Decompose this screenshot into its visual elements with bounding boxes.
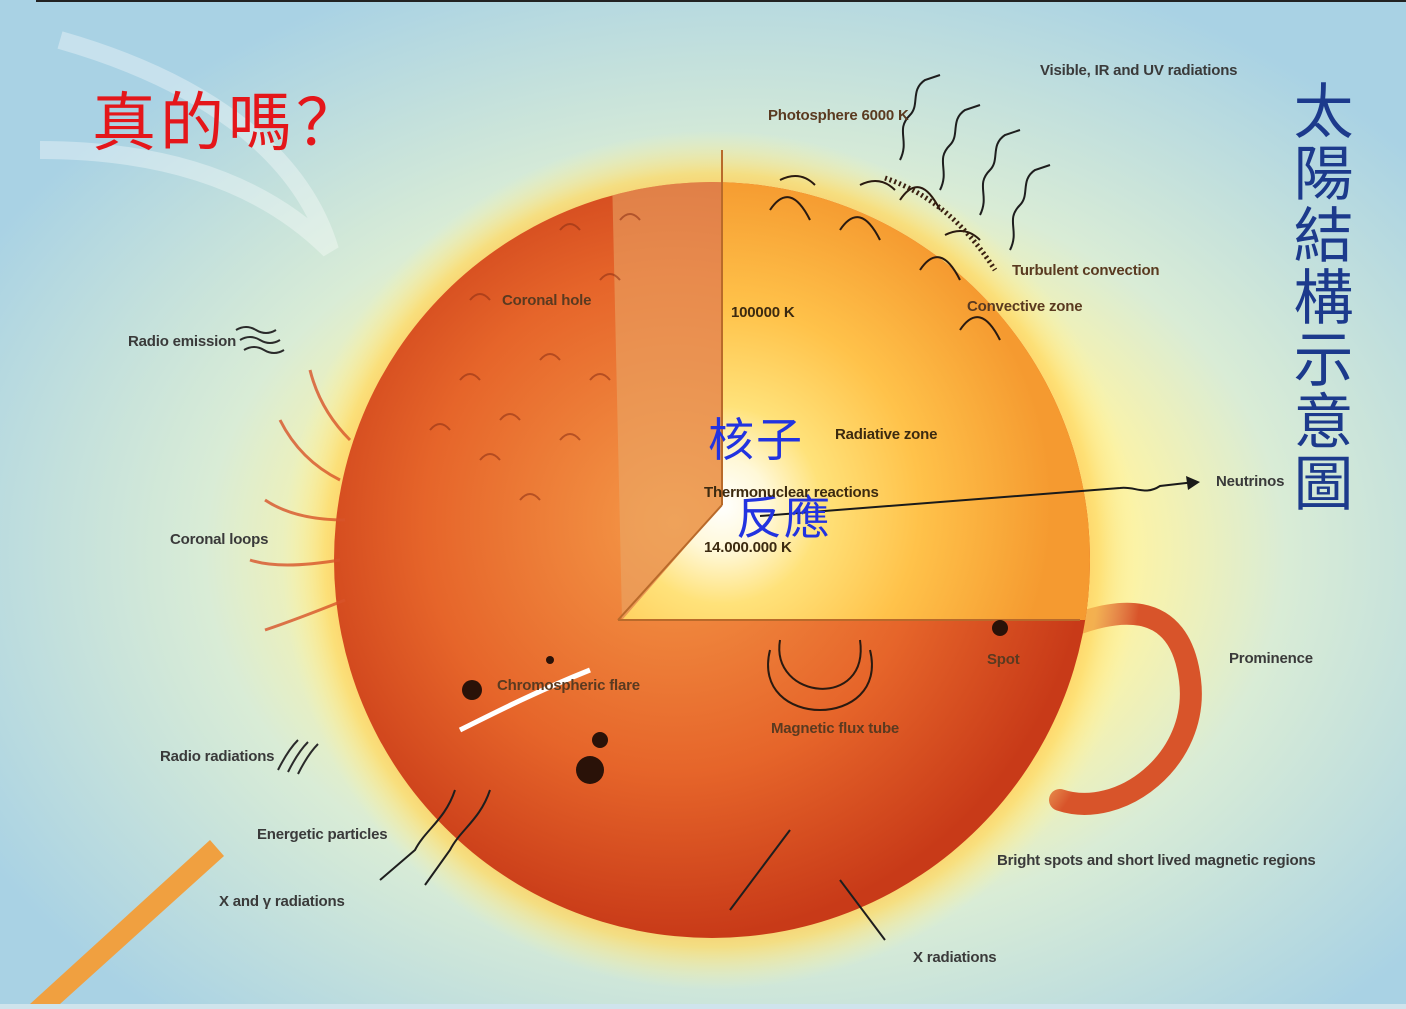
label-radio-emission: Radio emission [128, 333, 236, 350]
label-photosphere: Photosphere 6000 K [768, 107, 909, 124]
label-chromospheric-flare: Chromospheric flare [497, 677, 640, 694]
label-radiative-zone: Radiative zone [835, 426, 937, 443]
label-thermonuclear: Thermonuclear reactions [704, 484, 879, 501]
label-x-gamma: X and γ radiations [219, 893, 345, 910]
label-core-temp: 14.000.000 K [704, 539, 792, 556]
top-border-line [36, 0, 1406, 2]
label-100000k: 100000 K [731, 304, 794, 321]
label-magnetic-flux-tube: Magnetic flux tube [771, 720, 899, 737]
label-energetic-particles: Energetic particles [257, 826, 387, 843]
vertical-chinese-title: 太陽結構示意圖 [1278, 80, 1358, 514]
label-coronal-loops: Coronal loops [170, 531, 268, 548]
question-title: 真的嗎？ [92, 72, 364, 164]
label-coronal-hole: Coronal hole [502, 292, 591, 309]
label-x-radiations: X radiations [913, 949, 996, 966]
label-neutrinos: Neutrinos [1216, 473, 1284, 490]
core-annotation-line1: 核子 [708, 404, 804, 470]
label-convective-zone: Convective zone [967, 298, 1082, 315]
label-prominence: Prominence [1229, 650, 1313, 667]
label-radio-radiations: Radio radiations [160, 748, 274, 765]
label-bright-spots: Bright spots and short lived magnetic re… [997, 852, 1316, 869]
label-turbulent-convection: Turbulent convection [1012, 262, 1159, 279]
label-spot: Spot [987, 651, 1020, 668]
label-visible-ir-uv: Visible, IR and UV radiations [1040, 62, 1237, 79]
